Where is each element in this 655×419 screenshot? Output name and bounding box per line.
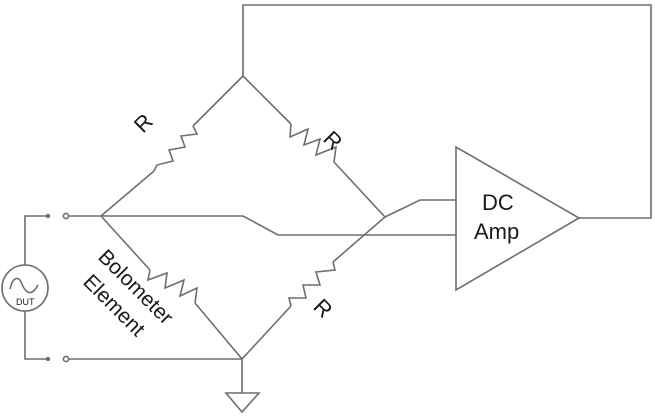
- resistor-r2-label: R: [318, 126, 347, 155]
- ground-symbol: [224, 359, 261, 414]
- feedback-wire: [242, 4, 652, 219]
- amp-label-line1: DC: [482, 190, 514, 215]
- dut-bottom-wire: [24, 311, 48, 360]
- sine-wave-icon: [9, 277, 39, 294]
- terminal-open-bottom: [62, 355, 70, 363]
- bolometer-resistor: [100, 215, 243, 360]
- terminal-dot-top: [45, 213, 51, 219]
- bridge-left-to-amp-wire: [101, 215, 456, 236]
- resistor-r1-label: R: [129, 109, 158, 138]
- resistor-r1: [100, 75, 244, 217]
- resistor-r2: [242, 75, 386, 218]
- amp-label-line2: Amp: [474, 219, 519, 244]
- bridge-right-to-amp-wire: [384, 199, 456, 218]
- dc-amplifier: [455, 145, 581, 292]
- resistor-r3: [241, 216, 386, 360]
- resistor-r3-label: R: [309, 294, 338, 323]
- dut-label: DUT: [16, 297, 35, 307]
- dut-top-wire: [24, 215, 48, 265]
- terminal-dot-bottom: [45, 356, 51, 362]
- terminal-open-top: [62, 212, 70, 220]
- dut-source: DUT: [1, 264, 49, 312]
